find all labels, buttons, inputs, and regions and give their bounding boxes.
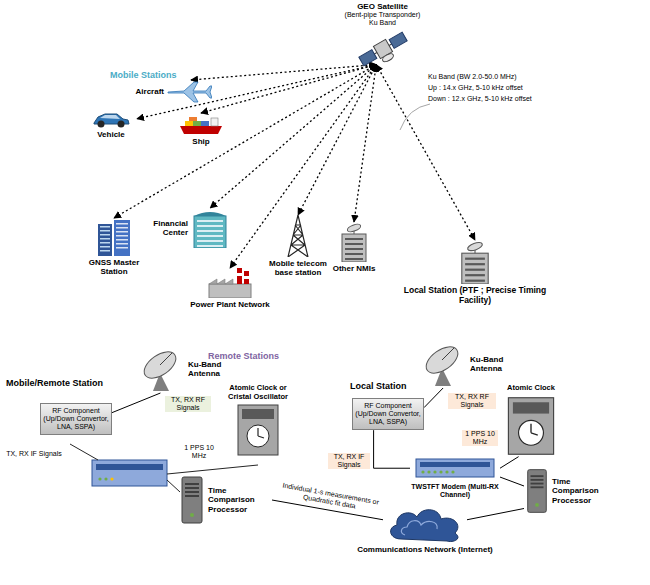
- label-text: Other NMIs: [333, 264, 376, 273]
- label-text: Atomic Clock or Cristal Oscillator: [222, 384, 294, 401]
- label-text: Ku Band: [369, 19, 396, 27]
- label-text: Time Comparison Processor: [208, 486, 272, 514]
- label-text: Mobile/Remote Station: [6, 378, 103, 388]
- label-text: Financial Center: [140, 219, 188, 237]
- label-text: Ku-Band Antenna: [188, 360, 240, 378]
- rack-icon: [505, 395, 557, 457]
- label-text: Mobile Stations: [110, 70, 177, 80]
- vehicle: Vehicle: [85, 110, 137, 139]
- connector: [201, 65, 376, 113]
- connector: [230, 65, 376, 268]
- connector: [467, 509, 524, 520]
- car-icon: [92, 110, 130, 128]
- label-text: Atomic Clock: [507, 384, 555, 393]
- connector: [210, 65, 376, 208]
- label-text: Ku-Band Antenna: [470, 355, 525, 373]
- proc-icon: [178, 475, 206, 525]
- atomic-clock: Atomic Clock or Cristal Oscillator: [222, 384, 294, 457]
- ship-icon: [179, 113, 223, 135]
- label-text: Local Station: [350, 381, 407, 391]
- label-text: Ship: [192, 137, 209, 146]
- edge-label: TX, RX RF Signals: [165, 396, 211, 412]
- rf-component: RF Component (Up/Down Convertor, LNA, SS…: [352, 398, 424, 430]
- modem-icon: [415, 455, 495, 481]
- station-group: Mobile StationsAircraftVehicleShip: [40, 60, 285, 152]
- note-label: TX, RX IF Signals: [6, 450, 62, 458]
- tower-icon: [285, 215, 311, 257]
- connector: [354, 65, 376, 222]
- connector: [500, 457, 519, 469]
- label-text: Remote Stations: [208, 351, 279, 361]
- label-text: RF Component (Up/Down Convertor, LNA, SS…: [43, 407, 109, 431]
- label-text: Local Station (PTF ; Precise Timing Faci…: [400, 286, 550, 306]
- sat-icon: [357, 29, 409, 69]
- connector: [114, 65, 376, 218]
- nmi-building: Other NMIs: [326, 222, 382, 273]
- modem-front: [96, 464, 163, 470]
- antenna: Ku-Band Antenna: [420, 340, 525, 388]
- led: [110, 477, 113, 480]
- network-cloud: Communications Network (Internet): [355, 505, 495, 554]
- note-label: Down : 12.x GHz, 5-10 kHz offset: [428, 95, 558, 103]
- label-text: GNSS Master Station: [78, 258, 150, 276]
- label-text: Mobile telecom base station: [262, 259, 334, 277]
- note-label: Ku Band (BW 2.0-50.0 MHz): [428, 73, 558, 81]
- ship: Ship: [175, 113, 227, 146]
- aircraft: Aircraft: [128, 80, 212, 104]
- dish-icon: [420, 340, 468, 388]
- note-label: 1 PPS 10 MHz: [182, 444, 216, 460]
- processor: Time Comparison Processor: [178, 475, 272, 525]
- fin-icon: [190, 208, 230, 248]
- edge-label: Individual 1-s measurements or Quadratic…: [277, 481, 382, 515]
- local-station: Local Station (PTF ; Precise Timing Faci…: [400, 240, 550, 306]
- bldg-icon: [96, 218, 132, 256]
- power-plant: Power Plant Network: [180, 268, 280, 309]
- satellite: GEO Satellite(Bent-pipe Transponder)Ku B…: [320, 2, 445, 69]
- plane-icon: [166, 80, 212, 104]
- label-text: (Bent-pipe Transponder): [345, 11, 421, 19]
- connector: [500, 477, 524, 486]
- label-text: Vehicle: [97, 130, 125, 139]
- rack-icon: [235, 403, 281, 457]
- atomic-clock: Atomic Clock: [500, 384, 562, 457]
- modem-symbol: [92, 460, 167, 486]
- rf-component: RF Component (Up/Down Convertor, LNA, SS…: [40, 403, 112, 435]
- label-text: TWSTFT Modem (Multi-RX Channel): [410, 483, 500, 499]
- label-text: Aircraft: [136, 87, 164, 96]
- connector: [112, 393, 160, 413]
- nmi-icon: [457, 240, 493, 284]
- label-text: Communications Network (Internet): [357, 545, 493, 554]
- note-label: Up : 14.x GHz, 5-10 kHz offset: [428, 84, 558, 92]
- leader-line: [400, 104, 430, 130]
- edge-label: 1 PPS 10 MHz: [462, 430, 498, 446]
- proc-icon: [524, 466, 550, 516]
- wire: [167, 480, 180, 492]
- financial-center: Financial Center: [140, 208, 230, 248]
- connector: [374, 430, 410, 468]
- label-text: RF Component (Up/Down Convertor, LNA, SS…: [355, 402, 421, 426]
- station-group: Remote StationsGNSS Master StationFinanc…: [58, 183, 403, 348]
- label-text: Time Comparison Processor: [552, 477, 614, 505]
- led: [98, 477, 101, 480]
- processor: Time Comparison Processor: [524, 466, 614, 516]
- edge-label: TX, RX RF Signals: [448, 393, 496, 409]
- dish-icon: [138, 345, 186, 393]
- nmi-icon: [339, 222, 369, 262]
- modem: TWSTFT Modem (Multi-RX Channel): [410, 455, 500, 499]
- connector: [424, 388, 443, 408]
- edge-label: TX, RX IF Signals: [328, 453, 370, 469]
- connector: [298, 65, 376, 215]
- factory-icon: [205, 268, 255, 298]
- wire: [70, 444, 98, 460]
- telecom-tower: Mobile telecom base station: [262, 215, 334, 277]
- label-text: Power Plant Network: [190, 300, 270, 309]
- led: [104, 477, 107, 480]
- gnss-station: GNSS Master Station: [78, 218, 150, 276]
- wire: [167, 465, 258, 474]
- cloud-icon: [385, 505, 465, 543]
- label-text: GEO Satellite: [357, 2, 408, 11]
